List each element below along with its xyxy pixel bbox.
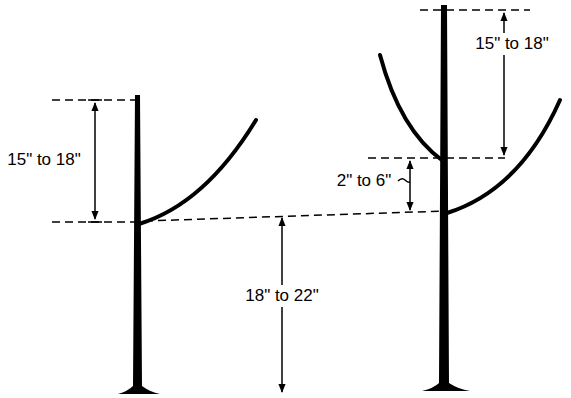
tree-branch xyxy=(380,55,443,161)
dimension-label: 18" to 22" xyxy=(242,285,322,307)
dimension-arrow xyxy=(94,103,96,219)
dimension-arrows xyxy=(88,13,504,392)
dashed-guide xyxy=(52,99,140,101)
leader-squiggle xyxy=(398,179,410,183)
tree-branch xyxy=(139,120,256,224)
dashed-guides xyxy=(52,10,530,222)
tree-trunk xyxy=(422,5,470,391)
dashed-guide xyxy=(145,211,445,221)
dimension-arrow xyxy=(409,161,411,210)
dashed-guide xyxy=(420,9,530,11)
tree-trunk xyxy=(118,95,160,394)
dimension-label: 15" to 18" xyxy=(4,149,84,171)
dimension-tick xyxy=(88,99,102,101)
dimension-tick xyxy=(88,221,102,223)
dimension-label: 15" to 18" xyxy=(472,33,552,55)
dashed-guide xyxy=(52,221,136,223)
dimension-label: 2" to 6" xyxy=(334,170,395,192)
